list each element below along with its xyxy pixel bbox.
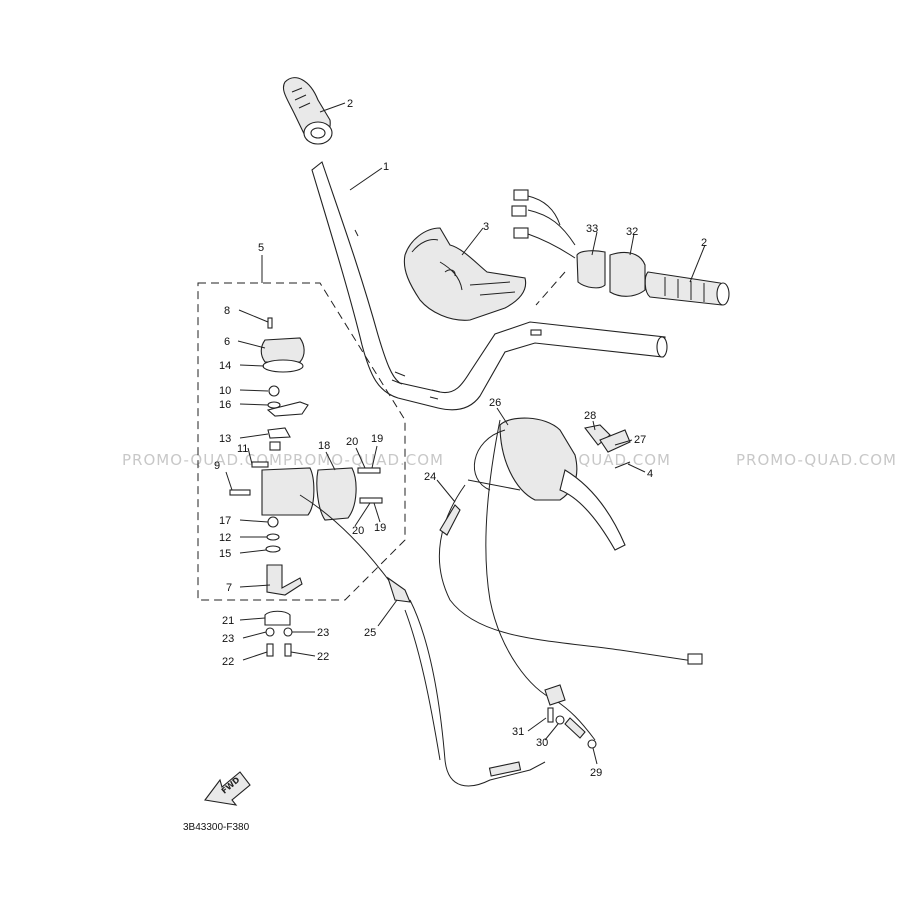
left-switch-parts bbox=[229, 317, 383, 596]
brake-lever bbox=[474, 417, 631, 551]
part-label: 14 bbox=[219, 360, 231, 372]
part-label: 31 bbox=[512, 726, 524, 738]
diagram-code: 3B43300-F380 bbox=[183, 822, 250, 833]
fwd-arrow: FWD bbox=[204, 771, 251, 806]
handlebar-cover bbox=[403, 227, 527, 321]
part-label: 18 bbox=[318, 440, 330, 452]
part-label: 4 bbox=[647, 468, 653, 480]
part-label: 16 bbox=[219, 399, 231, 411]
part-label: 1 bbox=[383, 161, 389, 173]
part-label: 30 bbox=[536, 737, 548, 749]
part-label: 2 bbox=[347, 98, 353, 110]
part-label: 23 bbox=[222, 633, 234, 645]
part-label: 17 bbox=[219, 515, 231, 527]
part-label: 33 bbox=[586, 223, 598, 235]
part-label: 26 bbox=[489, 397, 501, 409]
part-label: 8 bbox=[224, 305, 230, 317]
part-label: 5 bbox=[258, 242, 264, 254]
watermark-text: PROMO-QUAD.COM bbox=[736, 451, 897, 469]
watermark-text: PROMO-QUAD.COM bbox=[283, 451, 444, 469]
leader-lines bbox=[225, 102, 706, 765]
part-label: 20 bbox=[346, 436, 358, 448]
part-label: 12 bbox=[219, 532, 231, 544]
part-label: 21 bbox=[222, 615, 234, 627]
part-label: 28 bbox=[584, 410, 596, 422]
right-grip-assembly bbox=[511, 189, 730, 306]
part-label: 10 bbox=[219, 385, 231, 397]
part-labels: 2 1 3 33 32 2 5 8 6 14 10 16 13 9 11 18 … bbox=[214, 98, 707, 779]
watermark-text: PROMO-QUAD.COM bbox=[122, 451, 283, 469]
part-label: 11 bbox=[237, 443, 248, 455]
left-grip bbox=[282, 77, 333, 145]
part-label: 2 bbox=[701, 237, 707, 249]
part-label: 23 bbox=[317, 627, 329, 639]
handlebar bbox=[311, 161, 668, 411]
part-label: 6 bbox=[224, 336, 230, 348]
part-label: 7 bbox=[226, 582, 232, 594]
part-label: 3 bbox=[483, 221, 489, 233]
part-label: 32 bbox=[626, 226, 638, 238]
part-label: 9 bbox=[214, 460, 220, 472]
part-label: 19 bbox=[374, 522, 386, 534]
part-label: 24 bbox=[424, 471, 436, 483]
part-label: 22 bbox=[317, 651, 329, 663]
part-label: 25 bbox=[364, 627, 376, 639]
part-label: 22 bbox=[222, 656, 234, 668]
part-label: 27 bbox=[634, 434, 646, 446]
part-label: 15 bbox=[219, 548, 231, 560]
part-label: 29 bbox=[590, 767, 602, 779]
switch-group-boundary bbox=[197, 282, 406, 601]
cable-26 bbox=[485, 419, 597, 749]
part-label: 19 bbox=[371, 433, 383, 445]
part-label: 13 bbox=[219, 433, 231, 445]
part-label: 20 bbox=[352, 525, 364, 537]
clamp-parts bbox=[264, 610, 293, 657]
throttle-cable bbox=[299, 494, 546, 787]
brake-cable bbox=[438, 479, 703, 665]
